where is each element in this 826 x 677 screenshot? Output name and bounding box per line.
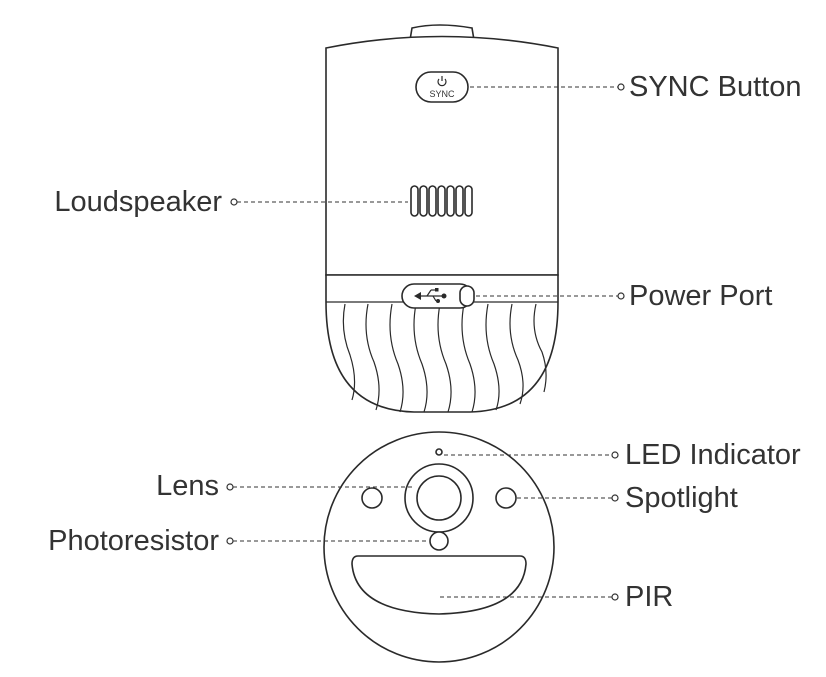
label-sync-button: SYNC Button xyxy=(629,71,801,103)
power-port xyxy=(401,283,475,309)
sync-button: SYNC xyxy=(415,71,469,103)
label-pir: PIR xyxy=(625,581,673,613)
callout-labels: SYNC Button Loudspeaker Power Port LED I… xyxy=(48,71,801,613)
label-photoresistor: Photoresistor xyxy=(48,525,219,557)
sync-button-text: SYNC xyxy=(429,89,455,99)
photoresistor xyxy=(429,531,449,551)
label-led-indicator: LED Indicator xyxy=(625,439,801,471)
led-indicator xyxy=(435,448,443,456)
loudspeaker-grille xyxy=(410,185,473,217)
spotlight-right xyxy=(495,487,517,509)
camera-front-view xyxy=(323,431,555,663)
camera-swirl-grooves xyxy=(342,303,547,413)
label-spotlight: Spotlight xyxy=(625,482,738,514)
camera-back-view: SYNC xyxy=(325,24,559,413)
camera-upper-body xyxy=(325,35,559,276)
usb-icon xyxy=(414,288,447,303)
label-power-port: Power Port xyxy=(629,280,772,312)
camera-lower-dome xyxy=(325,274,559,413)
lens xyxy=(416,475,462,521)
label-lens: Lens xyxy=(156,470,219,502)
power-icon xyxy=(437,76,447,87)
callout-leaders xyxy=(226,83,625,601)
spotlight-left xyxy=(361,487,383,509)
pir-sensor xyxy=(351,555,527,615)
label-loudspeaker: Loudspeaker xyxy=(54,186,222,218)
